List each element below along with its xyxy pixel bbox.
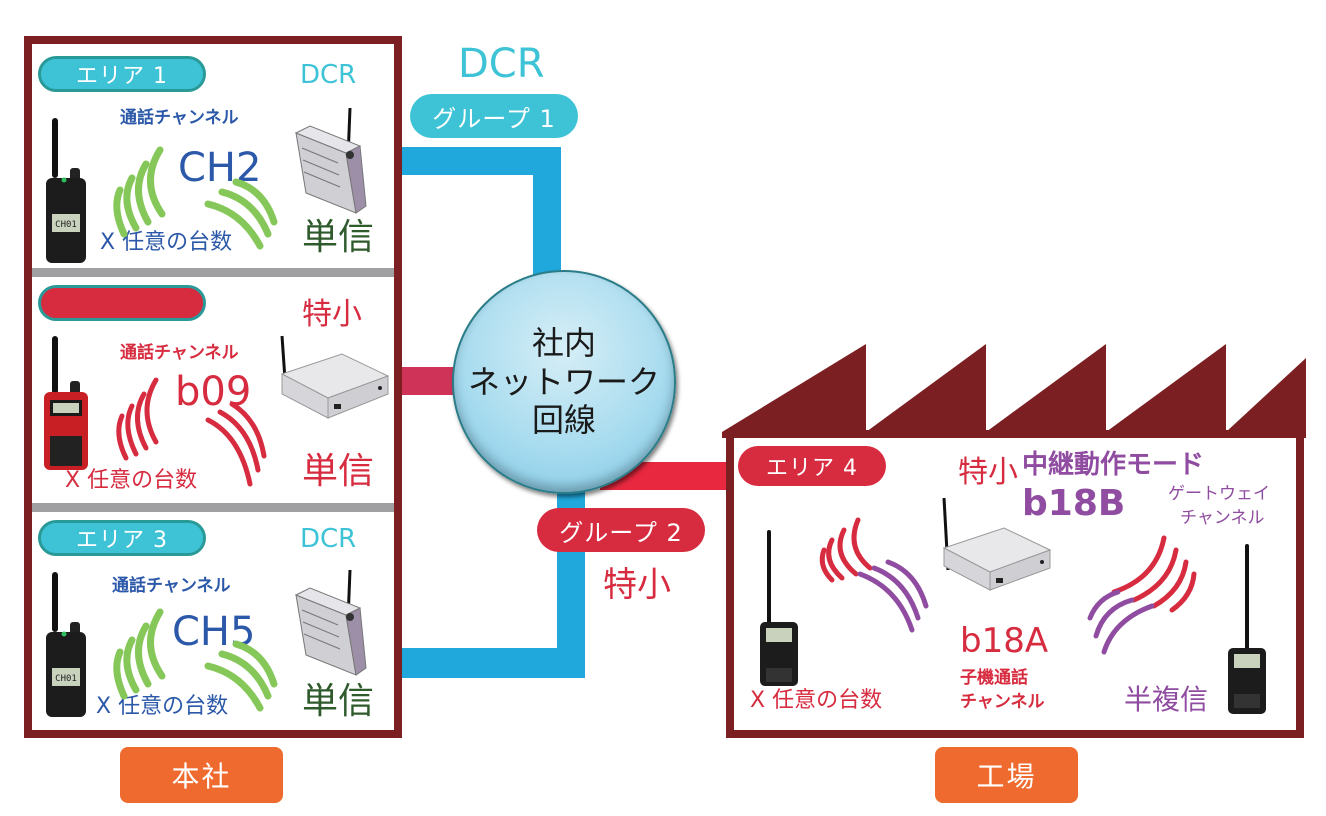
area2-badge: エリア 2 [38,285,206,321]
area1-count: X 任意の台数 [100,230,233,255]
factory-label-text: 工場 [976,760,1037,793]
area-divider [32,268,394,277]
area4-system: 特小 [958,455,1018,490]
factory-base-station-icon [942,497,1052,591]
honsha-label: 本社 [120,747,283,803]
svg-text:CH01: CH01 [55,220,77,230]
area1-channel-caption: 通話チャンネル [120,108,239,128]
area1-system: DCR [300,60,357,90]
svg-text:CH01: CH01 [55,674,77,684]
area3-channel-caption: 通話チャンネル [112,576,231,596]
area4-count: X 任意の台数 [750,688,883,713]
dcr-base-station-icon [294,107,367,214]
network-hub-line: ネットワーク [467,362,660,401]
radio-wave-icon [819,517,929,633]
network-hub-line: 社内 [531,324,596,363]
factory-handset-icon [1228,544,1266,714]
gateway-channel: b18B [1022,483,1126,524]
group1-label: グループ 1 [432,104,556,133]
area1-channel: CH2 [178,145,262,191]
area3-badge: エリア 3 [38,520,206,556]
radio-wave-icon [1087,535,1197,655]
handset-channel: b18A [960,621,1049,661]
gateway-caption-line2: チャンネル [1180,508,1265,528]
dcr-base-station-icon [294,569,367,676]
group1-connection-line-vertical [533,147,561,277]
area3-name: エリア 3 [76,528,168,553]
tokusho-base-station-icon [280,335,390,419]
area3-system: DCR [300,524,357,554]
area2-name: エリア 2 [76,293,168,318]
relay-mode-label: 中継動作モード [1022,450,1205,480]
factory-roof-icon [722,344,1306,438]
group2-label: グループ 2 [559,518,683,547]
area4-mode: 半複信 [1124,683,1209,716]
group2-system: 特小 [603,565,671,605]
dcr-handset-icon: CH01 [46,118,86,263]
area2-channel-caption: 通話チャンネル [120,343,239,363]
area2-connection-line [400,367,460,395]
area2-count: X 任意の台数 [65,468,198,493]
network-hub-line: 回線 [531,401,596,440]
area2-system: 特小 [302,297,362,332]
dcr-handset-icon: CH01 [46,572,86,717]
radio-wave-icon [116,377,267,487]
area1-name: エリア 1 [76,64,168,89]
area2-channel: b09 [175,369,252,415]
factory-handset-icon [760,530,798,686]
gateway-caption-line1: ゲートウェイ [1168,484,1270,504]
network-hub: 社内 ネットワーク 回線 [452,270,676,494]
group1-system: DCR [458,41,545,87]
group1-badge: グループ 1 [410,94,578,138]
area1-mode: 単信 [302,217,375,258]
radio-wave-icon [113,146,278,250]
area1-badge: エリア 1 [38,56,206,92]
group2-badge: グループ 2 [537,508,705,552]
honsha-label-text: 本社 [171,760,232,793]
radio-wave-icon [113,608,278,712]
group2-connection-line [400,648,585,678]
area3-mode: 単信 [302,681,375,722]
handset-caption-line1: 子機通話 [960,668,1028,688]
tokusho-handset-icon [44,336,88,470]
area3-count: X 任意の台数 [96,694,229,719]
area2-mode: 単信 [302,451,375,492]
handset-caption-line2: チャンネル [960,692,1045,712]
area4-badge: エリア 4 [738,446,886,486]
factory-label: 工場 [935,747,1078,803]
area4-name: エリア 4 [766,456,858,481]
area-divider [32,503,394,512]
